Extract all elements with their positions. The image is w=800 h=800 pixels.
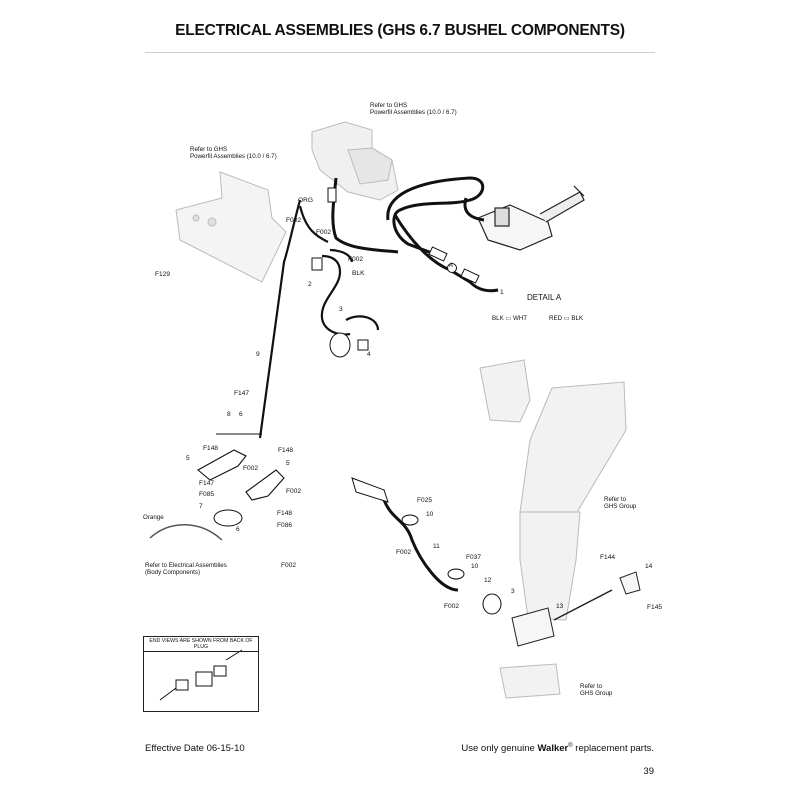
actuator-top-right — [477, 185, 585, 251]
label-10: 10 — [426, 511, 434, 518]
label-f148: F148 — [277, 510, 293, 517]
switch-assembly — [311, 257, 369, 358]
powerfil-bracket-left — [175, 171, 287, 283]
detail-a-label: DETAIL A — [527, 293, 562, 302]
label-13: 13 — [556, 603, 564, 610]
label-f147: F147 — [234, 390, 250, 397]
label-f147: F147 — [199, 480, 215, 487]
label-3: 3 — [339, 306, 343, 313]
label-blk: BLK — [352, 270, 365, 277]
powerfil-motor-top — [311, 121, 399, 201]
refer-ghs-group-bottom: Refer to GHS Group — [580, 683, 613, 697]
red-blk-legend: RED ▭ BLK — [549, 315, 584, 322]
label-f002: F002 — [316, 229, 332, 236]
hopper-frame-right — [479, 359, 627, 699]
label-f002: F002 — [243, 465, 259, 472]
label-f148: F148 — [203, 445, 219, 452]
title-divider — [145, 52, 655, 53]
refer-ghs-powerfil-top: Refer to GHS Powerfil Assemblies (10.0 /… — [370, 102, 457, 116]
label-f086: F086 — [277, 522, 293, 529]
footer-note: Use only genuine Walker® replacement par… — [461, 743, 654, 755]
connectors — [327, 187, 480, 284]
inset-connector-sketch — [159, 649, 243, 701]
label-8: 8 — [227, 411, 231, 418]
label-3: 3 — [511, 588, 515, 595]
label-f002: F002 — [444, 603, 460, 610]
label-f145: F145 — [647, 604, 663, 611]
refer-electrical-body: Refer to Electrical Assemblies (Body Com… — [145, 562, 227, 576]
label-f148: F148 — [278, 447, 294, 454]
lower-connectors — [351, 477, 502, 615]
label-5: 5 — [286, 460, 290, 467]
refer-ghs-group-mid: Refer to GHS Group — [604, 496, 637, 510]
label-7: 7 — [199, 503, 203, 510]
label-4: 4 — [367, 351, 371, 358]
label-f037: F037 — [466, 554, 482, 561]
label-6: 6 — [239, 411, 243, 418]
label-14: 14 — [645, 563, 653, 570]
inset-title: END VIEWS ARE SHOWN FROM BACK OF PLUG — [144, 637, 258, 652]
label-1: 1 — [500, 289, 504, 296]
label-f085: F085 — [199, 491, 215, 498]
label-f002: F002 — [286, 488, 302, 495]
label-6: 6 — [236, 526, 240, 533]
page-number: 39 — [643, 766, 654, 777]
label-12: 12 — [484, 577, 492, 584]
label-5: 5 — [186, 455, 190, 462]
wiring-harness-left — [258, 199, 380, 439]
label-f002: F002 — [396, 549, 412, 556]
orange-wire — [149, 524, 223, 541]
label-f025: F025 — [417, 497, 433, 504]
mount-brackets — [197, 433, 285, 501]
washer-7 — [213, 509, 243, 527]
label-11: 11 — [433, 543, 440, 550]
label-10: 10 — [471, 563, 479, 570]
label-f144: F144 — [600, 554, 616, 561]
label-f002: F002 — [281, 562, 297, 569]
label-9: 9 — [256, 351, 260, 358]
refer-ghs-powerfil-left: Refer to GHS Powerfil Assemblies (10.0 /… — [190, 146, 277, 160]
effective-date: Effective Date 06-15-10 — [145, 743, 245, 754]
actuator-right — [511, 571, 641, 647]
plug-end-view-inset: END VIEWS ARE SHOWN FROM BACK OF PLUG — [143, 636, 259, 712]
label-f002: F002 — [286, 217, 302, 224]
wiring-harness-lower — [382, 499, 459, 592]
blk-wht-legend: BLK ▭ WHT — [492, 315, 528, 322]
page-title: ELECTRICAL ASSEMBLIES (GHS 6.7 BUSHEL CO… — [175, 22, 625, 39]
orange-label: Orange — [143, 514, 164, 521]
label-f002: F002 — [348, 256, 364, 263]
label-2: 2 — [308, 281, 312, 288]
label-f129: F129 — [155, 271, 171, 278]
label-org: ORG — [298, 197, 314, 204]
detail-a-marker: A — [449, 263, 454, 269]
